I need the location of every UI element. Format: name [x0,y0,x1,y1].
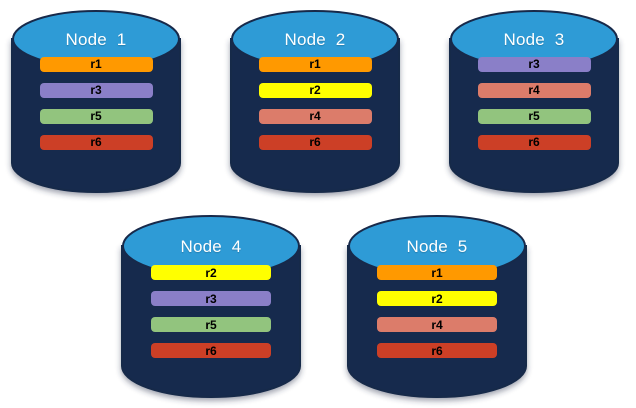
replica-list: r2 r3 r5 r6 [122,265,300,359]
replica-bar[interactable]: r4 [377,317,497,333]
replica-bar[interactable]: r2 [151,265,271,281]
replica-bar[interactable]: r3 [477,56,591,72]
replica-list: r1 r2 r4 r6 [231,56,399,150]
replica-bar[interactable]: r3 [151,291,271,307]
replica-bar[interactable]: r6 [39,134,153,150]
replica-bar[interactable]: r6 [258,134,372,150]
replica-bar[interactable]: r1 [377,265,497,281]
replica-bar[interactable]: r1 [258,56,372,72]
replica-bar[interactable]: r5 [39,108,153,124]
replica-bar[interactable]: r4 [258,108,372,124]
replica-list: r3 r4 r5 r6 [450,56,618,150]
replica-bar[interactable]: r5 [151,317,271,333]
replica-list: r1 r2 r4 r6 [348,265,526,359]
replica-bar[interactable]: r5 [477,108,591,124]
replica-bar[interactable]: r4 [477,82,591,98]
replica-bar[interactable]: r6 [151,343,271,359]
replica-bar[interactable]: r1 [39,56,153,72]
replica-bar[interactable]: r2 [377,291,497,307]
replica-list: r1 r3 r5 r6 [12,56,180,150]
replica-bar[interactable]: r3 [39,82,153,98]
replica-bar[interactable]: r2 [258,82,372,98]
replica-bar[interactable]: r6 [377,343,497,359]
replica-bar[interactable]: r6 [477,134,591,150]
